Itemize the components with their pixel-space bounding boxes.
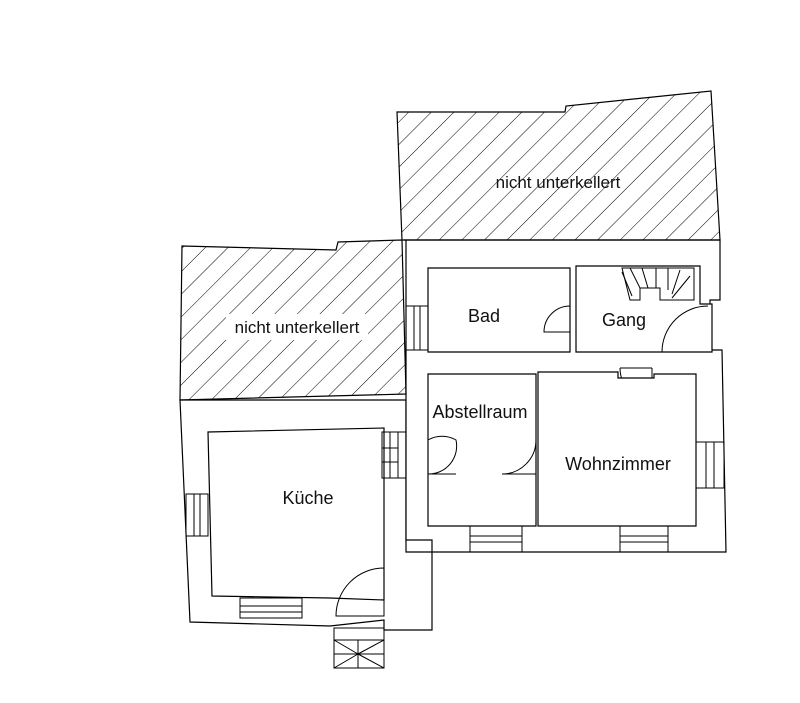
window-bad — [405, 305, 429, 351]
room-abstellraum: Abstellraum — [427, 373, 537, 527]
room-gang-label: Gang — [602, 310, 646, 330]
unexcavated-top-zone: nicht unterkellert — [396, 90, 721, 241]
abstellraum-inner-door — [501, 439, 537, 475]
room-wohnzimmer-label: Wohnzimmer — [565, 454, 671, 474]
window-wohnzimmer-bottom — [619, 525, 669, 553]
room-kueche-label: Küche — [282, 488, 333, 508]
room-gang-outline — [575, 265, 713, 353]
unexcavated-top-label: nicht unterkellert — [496, 173, 621, 192]
entrance-steps — [333, 627, 385, 669]
room-gang: Gang — [575, 265, 713, 401]
room-wohnzimmer: Wohnzimmer — [537, 371, 697, 527]
unexcavated-left-zone: nicht unterkellert — [179, 239, 407, 401]
bad-door — [543, 305, 571, 334]
unexcavated-left-label: nicht unterkellert — [235, 318, 360, 337]
window-wohnzimmer-right — [695, 441, 725, 489]
kueche-door — [335, 567, 385, 617]
room-kueche: Küche — [207, 427, 385, 617]
windows — [185, 305, 725, 619]
abstellraum-door — [427, 435, 458, 475]
window-kueche-right — [381, 431, 407, 479]
stair-icon — [621, 267, 695, 301]
unexcavated-top-hatch — [396, 90, 721, 241]
room-kueche-outline — [207, 427, 385, 601]
window-kueche-bottom — [239, 597, 303, 619]
room-abstellraum-outline — [427, 373, 537, 527]
gang-door — [661, 305, 709, 353]
window-abstellraum-bottom — [469, 525, 523, 553]
room-bad-label: Bad — [468, 306, 500, 326]
window-kueche-left — [185, 493, 209, 537]
room-bad: Bad — [427, 267, 571, 353]
unexcavated-left-label-bg — [226, 314, 368, 340]
room-abstellraum-label: Abstellraum — [432, 402, 527, 422]
room-wohnzimmer-outline — [537, 371, 697, 527]
